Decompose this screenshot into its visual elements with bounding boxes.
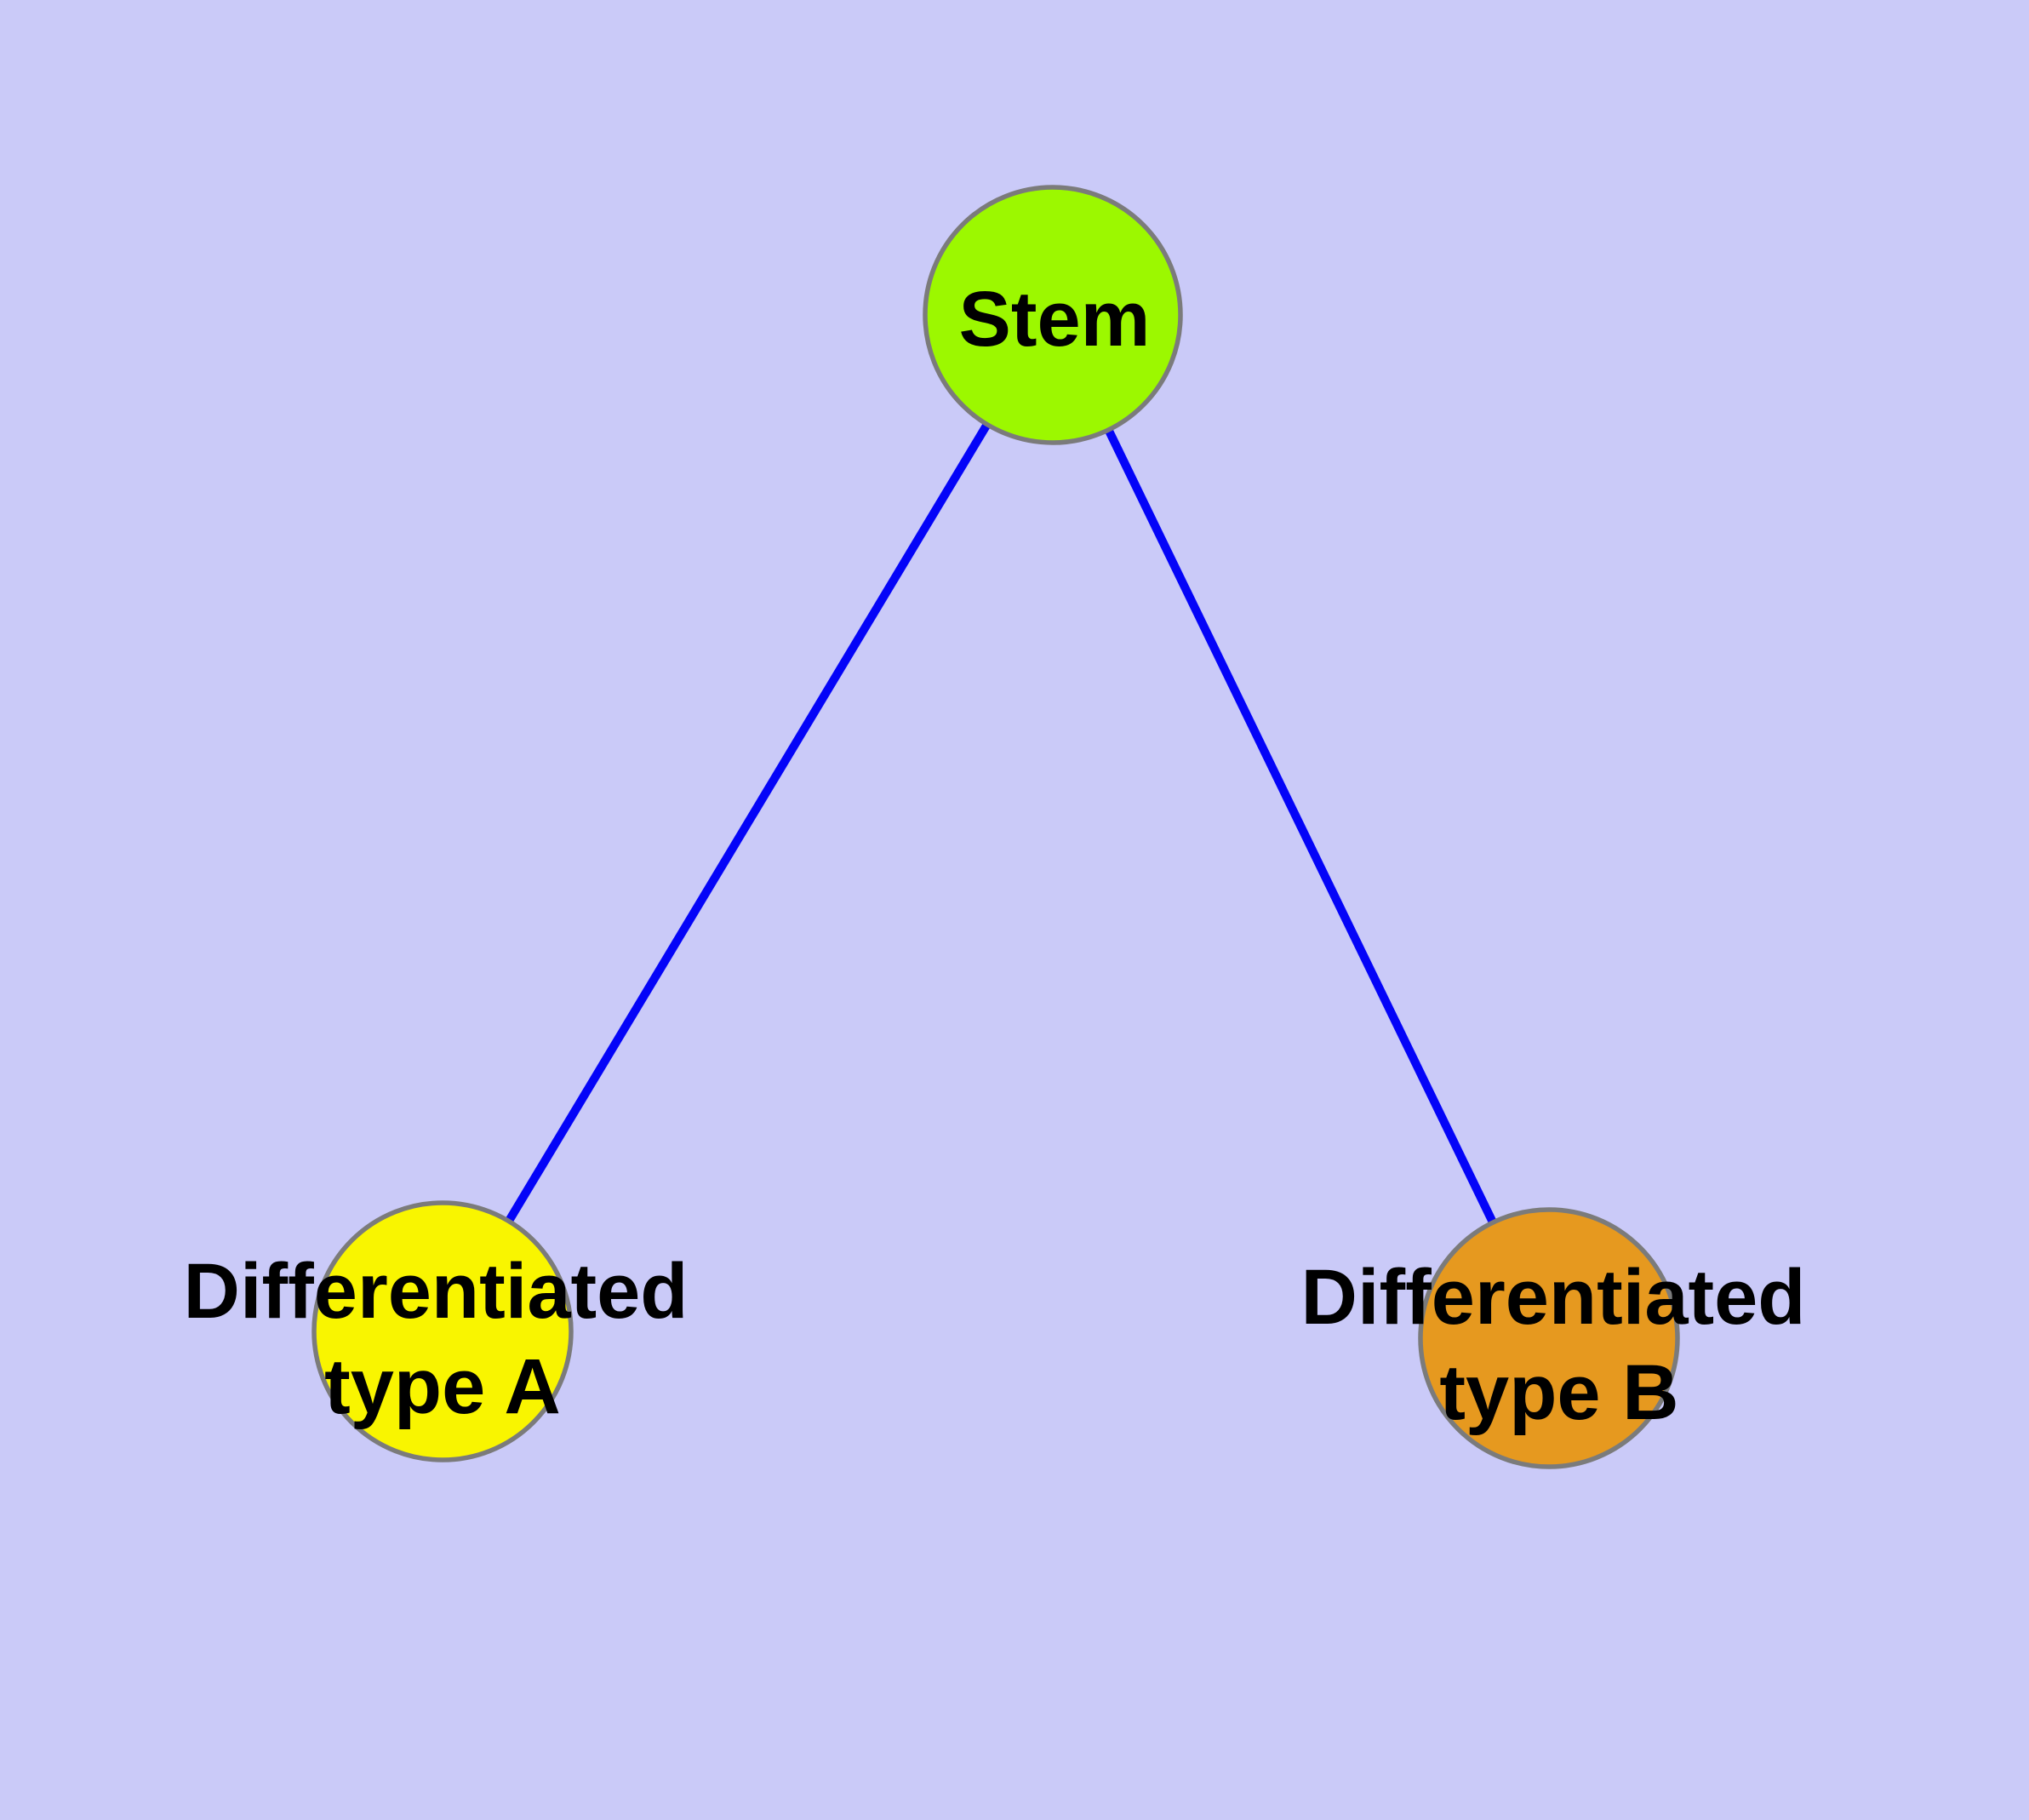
type-a-node-label-line2: type A [324, 1343, 561, 1430]
type-b-node-label-line2: type B [1439, 1349, 1678, 1436]
edge-stem-to-type-a [438, 312, 1057, 1334]
graph-node-type-b: Differentiated type B [1301, 1207, 1806, 1469]
graph-node-stem: Stem [923, 185, 1183, 445]
type-a-node-circle[interactable] [311, 1200, 574, 1462]
graph-node-type-a: Differentiated type A [184, 1200, 689, 1462]
type-a-node-label-line1: Differentiated [184, 1248, 689, 1335]
edge-stem-to-type-b [1049, 312, 1553, 1341]
edge-layer [438, 312, 1553, 1341]
type-b-node-circle[interactable] [1418, 1207, 1680, 1469]
stem-node-label: Stem [959, 276, 1151, 363]
type-b-node-label-line1: Differentiated [1301, 1254, 1806, 1341]
stem-node-circle[interactable] [923, 185, 1183, 445]
